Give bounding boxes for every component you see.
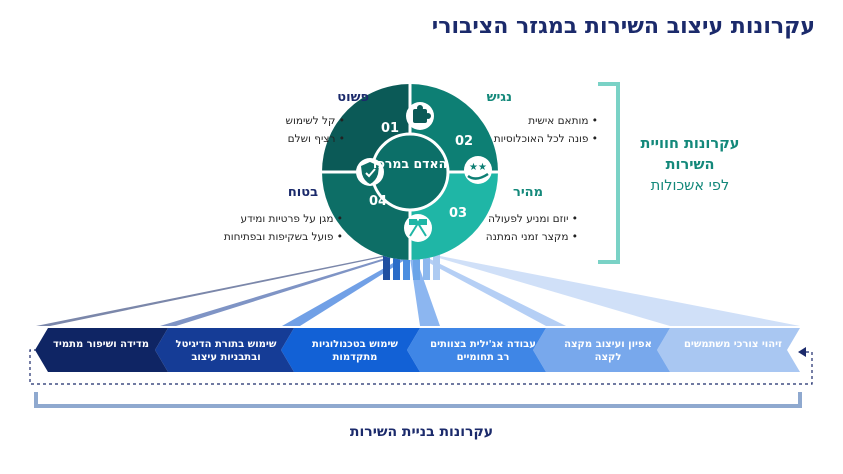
segment-01-number: 01 xyxy=(380,121,400,136)
stage-6-label: מדידה ושיפור מתמיד xyxy=(53,339,149,350)
building-principles-label: עקרונות בניית השירות xyxy=(349,424,494,440)
experience-bracket xyxy=(598,82,620,264)
quadrant-safe-list: מגן על פרטיות ומידע פועל בשקיפות ובפתיחו… xyxy=(224,210,343,246)
list-item: מותאם אישית xyxy=(494,112,598,130)
segment-02-number: 02 xyxy=(454,134,474,149)
segment-03-number: 03 xyxy=(448,206,468,221)
experience-principles: עקרונות חוויית השירות לפי אשכולות xyxy=(630,134,750,197)
quadrant-safe-title: בטוח xyxy=(287,185,318,200)
stage-chevrons xyxy=(35,328,800,372)
hand-stars-icon: ★★ xyxy=(464,156,492,184)
stage-2-label: אפיון ועיצוב מקצה לקצה xyxy=(564,339,652,363)
quadrant-fast-title: מהיר xyxy=(513,185,543,200)
list-item: מגן על פרטיות ומידע xyxy=(224,210,343,228)
list-item: פונה לכל האוכלוסיות xyxy=(494,130,598,148)
experience-heading: עקרונות חוויית השירות xyxy=(640,136,740,173)
quadrant-accessible-title: נגיש xyxy=(486,90,512,105)
funnel-rays xyxy=(36,256,800,326)
experience-subheading: לפי אשכולות xyxy=(650,178,730,194)
shield-check-icon xyxy=(356,158,384,186)
list-item: מקצר זמני המתנה xyxy=(486,228,578,246)
center-label: האדם במרכז xyxy=(372,156,448,171)
bottom-bracket xyxy=(34,392,802,408)
svg-text:★★: ★★ xyxy=(469,162,487,173)
list-item: יוזם ומניע לפעולה xyxy=(486,210,578,228)
list-item: קל לשימוש xyxy=(286,112,345,130)
quadrant-simple-list: קל לשימוש רציף ושלם xyxy=(286,112,345,148)
stage-3-label: עבודה אג'ילית בצוותים רב תחומיים xyxy=(430,339,536,363)
circle-base-stripes xyxy=(383,250,440,280)
page-title: עקרונות עיצוב השירות במגזר הציבורי xyxy=(431,14,815,39)
racing-flags-icon xyxy=(404,214,432,242)
list-item: פועל בשקיפות ובפתיחות xyxy=(224,228,343,246)
quadrant-fast-list: יוזם ומניע לפעולה מקצר זמני המתנה xyxy=(486,210,578,246)
stage-1-label: זיהוי צורכי משתמשים xyxy=(683,339,783,350)
puzzle-icon xyxy=(406,102,434,130)
stage-4-label: שימוש בטכנולוגיות מתקדמות xyxy=(312,339,398,363)
loop-arrow-icon xyxy=(798,347,806,357)
quadrant-simple-title: פשוט xyxy=(337,90,369,105)
list-item: רציף ושלם xyxy=(286,130,345,148)
stage-5-label: שימוש בתורת הדיגיטל ובתבניות עיצוב xyxy=(175,339,277,363)
quadrant-accessible-list: מותאם אישית פונה לכל האוכלוסיות xyxy=(494,112,598,148)
feedback-loop-line xyxy=(29,349,813,385)
segment-04-number: 04 xyxy=(368,194,388,209)
